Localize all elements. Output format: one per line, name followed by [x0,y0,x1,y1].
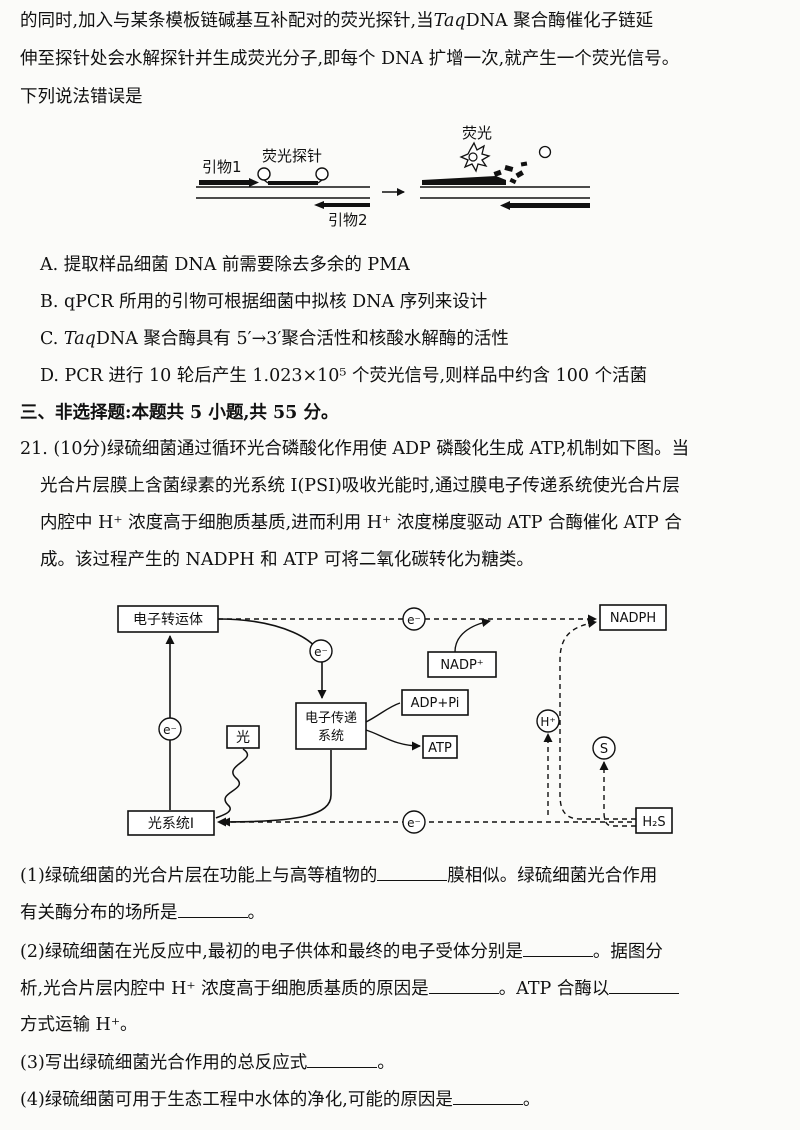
answer-blank-7[interactable] [452,1086,523,1105]
nadp-to-nadph-arrow [454,618,491,653]
primer2-label: 引物2 [328,211,368,229]
sub-question-4: (4)绿硫细菌可用于生态工程中水体的净化,可能的原因是。 [20,1086,782,1113]
section-3-heading: 三、非选择题:本题共 5 小题,共 55 分。 [20,403,339,423]
option-a: A. 提取样品细菌 DNA 前需要除去多余的 PMA [40,255,410,275]
answer-blank-4[interactable] [428,975,499,994]
primer1-arrowhead [249,178,259,187]
svg-text:e⁻: e⁻ [314,645,328,659]
extended-strand [422,176,506,185]
sub-question-2-line-1: (2)绿硫细菌在光反应中,最初的电子供体和最终的电子受体分别是。据图分 [20,938,782,965]
adp-pi-box [401,689,469,716]
svg-text:S: S [600,742,608,757]
electron-circle-carrier-etc: e⁻ [309,639,333,663]
q21-line-3: 内腔中 H⁺ 浓度高于细胞质基质,进而利用 H⁺ 浓度梯度驱动 ATP 合酶催化… [40,513,682,533]
h2s-box [635,807,673,834]
primer1-bar [199,180,249,185]
primer2-extended-bar [510,203,590,208]
answer-blank-2[interactable] [177,899,248,918]
primer1-label: 引物1 [202,158,242,176]
photosystem-i-box [127,810,215,836]
q21-line-2: 光合片层膜上含菌绿素的光系统 I(PSI)吸收光能时,通过膜电子传递系统使光合片… [40,476,680,496]
electron-circle-top: e⁻ [402,607,426,631]
svg-text:H⁺: H⁺ [540,715,555,729]
proton-circle: H⁺ [536,709,560,733]
answer-blank-6[interactable] [307,1049,378,1068]
electron-transport-system-box [295,702,367,750]
atp-box [422,735,458,759]
electron-carrier-box [117,605,219,633]
intro-line-1: 的同时,加入与某条模板链碱基互补配对的荧光探针,当TaqDNA 聚合酶催化子链延 [20,11,654,31]
svg-text:ATP: ATP [428,741,452,756]
sub-question-3: (3)写出绿硫细菌光合作用的总反应式。 [20,1049,782,1076]
released-quencher-icon [538,145,552,159]
svg-text:e⁻: e⁻ [163,723,177,737]
probe-label: 荧光探针 [262,147,322,165]
primer2-bar [324,203,370,207]
option-c: C. TaqDNA 聚合酶具有 5′→3′聚合活性和核酸水解酶的活性 [40,329,509,349]
primer2-arrowhead [314,201,324,209]
svg-text:光系统I: 光系统I [148,816,194,832]
probe-fragments-icon [493,161,528,185]
intro-line-3: 下列说法错误是 [20,87,143,107]
sub-question-1-line-2: 有关酶分布的场所是。 [20,899,782,926]
svg-text:H₂S: H₂S [642,815,665,830]
light-wave-icon [215,748,249,819]
sub-question-2-line-3: 方式运输 H⁺。 [20,1015,138,1035]
h2s-to-nadph-dashed-arrow [559,619,636,820]
answer-blank-5[interactable] [609,975,680,994]
svg-text:e⁻: e⁻ [407,613,421,627]
svg-text:ADP+Pi: ADP+Pi [411,696,460,711]
svg-text:e⁻: e⁻ [407,816,421,830]
fluorescence-label: 荧光 [462,124,492,142]
nadph-box [599,604,667,631]
svg-text:光: 光 [236,730,250,746]
adp-to-etc-line [365,702,401,723]
probe-strand [268,181,318,185]
electron-circle-left: e⁻ [158,717,182,741]
intro-line-2: 伸至探针处会水解探针并生成荧光分子,即每个 DNA 扩增一次,就产生一个荧光信号… [20,49,680,69]
svg-text:系统: 系统 [318,729,344,744]
svg-text:电子转运体: 电子转运体 [133,612,203,628]
option-b: B. qPCR 所用的引物可根据细菌中拟核 DNA 序列来设计 [40,292,488,312]
carrier-to-etc-arrow [217,618,327,699]
q21-line-4: 成。该过程产生的 NADPH 和 ATP 可将二氧化碳转化为糖类。 [40,550,534,570]
svg-text:NADP⁺: NADP⁺ [440,658,483,673]
option-d: D. PCR 进行 10 轮后产生 1.023×10⁵ 个荧光信号,则样品中约含… [40,366,648,386]
answer-blank-1[interactable] [377,862,448,881]
nadp-box [427,651,497,678]
sulfur-release-dashed-arrow [599,761,636,827]
fluorescence-burst-icon [459,141,491,173]
svg-text:NADPH: NADPH [610,611,656,626]
light-box [226,725,260,749]
sub-question-2-line-2: 析,光合片层内腔中 H⁺ 浓度高于细胞质基质的原因是。ATP 合酶以 [20,975,782,1002]
answer-blank-3[interactable] [522,938,593,957]
svg-text:电子传递: 电子传递 [305,711,357,726]
etc-to-psi-arrow [221,750,332,827]
q21-line-1: 21. (10分)绿硫细菌通过循环光合磷酸化作用使 ADP 磷酸化生成 ATP,… [20,439,690,459]
electron-circle-bottom: e⁻ [402,810,426,834]
sulfur-circle: S [592,736,616,760]
sub-question-1-line-1: (1)绿硫细菌的光合片层在功能上与高等植物的膜相似。绿硫细菌光合作用 [20,862,782,889]
etc-to-atp-arrow [365,729,421,751]
